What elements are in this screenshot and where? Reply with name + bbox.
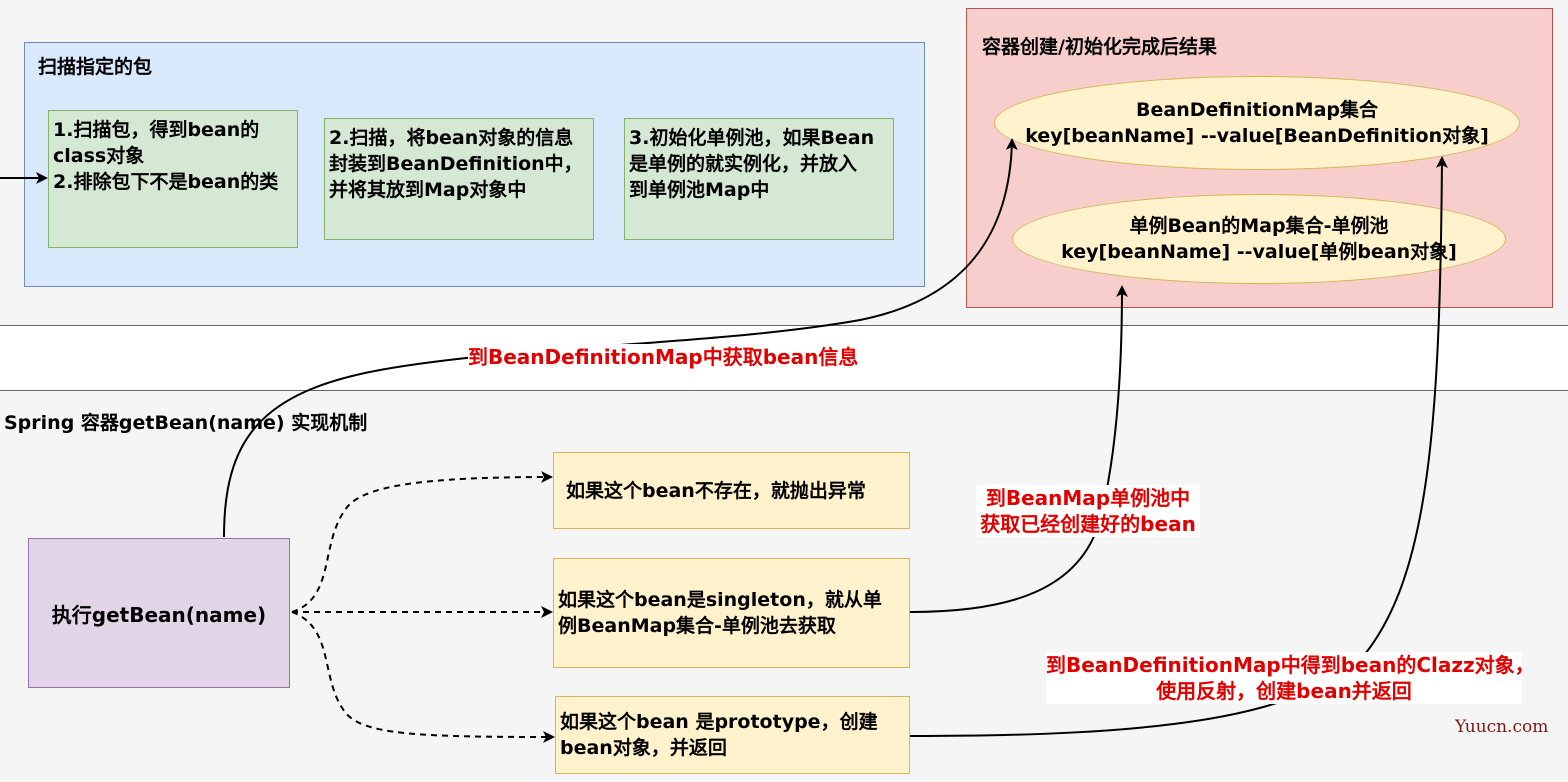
prototype-create-arrow: [909, 156, 1448, 737]
step1-line3: 2.排除包下不是bean的类: [53, 171, 279, 193]
step2-line2: 封装到BeanDefinition中，: [329, 153, 583, 175]
edge-prototype-line1: 到BeanDefinitionMap中得到bean的Clazz对象，: [1046, 653, 1535, 677]
case-prototype-line2: bean对象，并返回: [560, 737, 727, 759]
step3-line3: 到单例池Map中: [629, 179, 770, 201]
step1-line2: class对象: [53, 145, 145, 167]
edge-label-get-info: 到BeanDefinitionMap中获取bean信息: [468, 344, 859, 370]
result-group-title: 容器创建/初始化完成后结果: [982, 36, 1217, 58]
edge-prototype-line2: 使用反射，创建bean并返回: [1156, 679, 1412, 703]
bean-definition-map-ellipse[interactable]: BeanDefinitionMap集合 key[beanName] --valu…: [994, 76, 1520, 170]
singleton-line1: 单例Bean的Map集合-单例池: [1129, 215, 1389, 237]
step2-line1: 2.扫描，将bean对象的信息: [329, 127, 574, 149]
step1-scan-box[interactable]: 1.扫描包，得到bean的 class对象 2.排除包下不是bean的类: [48, 110, 298, 248]
case-missing-line1: 如果这个bean不存在，就抛出异常: [566, 479, 866, 502]
step2-line3: 并将其放到Map对象中: [329, 179, 527, 201]
bottom-section-title: Spring 容器getBean(name) 实现机制: [4, 412, 368, 434]
case-prototype-box[interactable]: 如果这个bean 是prototype，创建 bean对象，并返回: [555, 696, 910, 774]
edge-label-prototype-create: 到BeanDefinitionMap中得到bean的Clazz对象， 使用反射，…: [1046, 652, 1535, 704]
singleton-get-arrow: [909, 285, 1128, 613]
case-bean-missing-box[interactable]: 如果这个bean不存在，就抛出异常: [553, 452, 910, 529]
edge-singleton-line1: 到BeanMap单例池中: [985, 486, 1191, 510]
get-info-arrow: [223, 138, 1018, 538]
bdmap-line1: BeanDefinitionMap集合: [1136, 99, 1378, 121]
case-singleton-line2: 例BeanMap集合-单例池去获取: [558, 615, 836, 637]
scan-group-title: 扫描指定的包: [38, 56, 153, 78]
edge-singleton-line2: 获取已经创建好的bean: [980, 512, 1196, 536]
watermark: Yuucn.com: [1455, 717, 1549, 737]
bdmap-line2: key[beanName] --value[BeanDefinition对象]: [1025, 125, 1489, 147]
step3-line1: 3.初始化单例池，如果Bean: [629, 127, 875, 149]
singleton-line2: key[beanName] --value[单例bean对象]: [1061, 241, 1457, 263]
step2-scan-box[interactable]: 2.扫描，将bean对象的信息 封装到BeanDefinition中， 并将其放…: [324, 118, 594, 240]
case-singleton-line1: 如果这个bean是singleton，就从单: [558, 589, 882, 611]
step3-init-box[interactable]: 3.初始化单例池，如果Bean 是单例的就实例化，并放入 到单例池Map中: [624, 118, 894, 240]
branch-prototype-arrow: [291, 611, 555, 743]
step3-line2: 是单例的就实例化，并放入: [629, 153, 858, 175]
get-bean-start-label: 执行getBean(name): [51, 602, 267, 627]
edge-label-singleton-get: 到BeanMap单例池中 获取已经创建好的bean: [976, 485, 1200, 537]
case-prototype-line1: 如果这个bean 是prototype，创建: [560, 711, 878, 733]
get-bean-start-box[interactable]: 执行getBean(name): [28, 538, 290, 688]
branch-missing-arrow: [291, 471, 553, 613]
case-singleton-box[interactable]: 如果这个bean是singleton，就从单 例BeanMap集合-单例池去获取: [553, 558, 910, 668]
step1-line1: 1.扫描包，得到bean的: [53, 119, 260, 141]
singleton-pool-ellipse[interactable]: 单例Bean的Map集合-单例池 key[beanName] --value[单…: [1012, 194, 1506, 284]
